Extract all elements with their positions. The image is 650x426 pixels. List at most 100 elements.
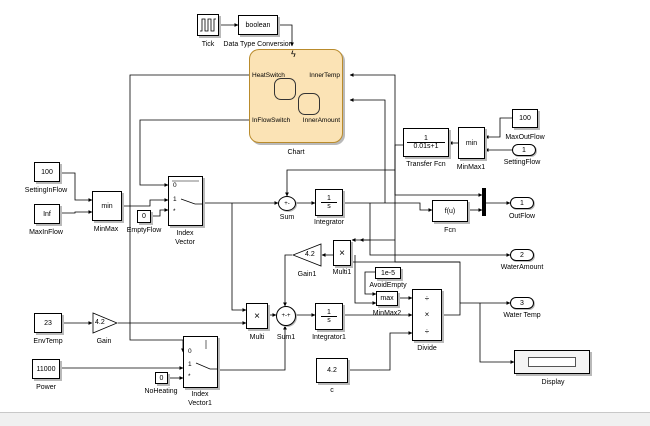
index-vector1-block[interactable]: 0 1 * [183, 336, 218, 388]
mux-block[interactable] [482, 188, 486, 216]
tick-label: Tick [201, 41, 215, 48]
fcn-block[interactable]: f(u) [432, 200, 468, 222]
switch-icon-2 [195, 340, 217, 370]
index-vector1-port-star: * [188, 373, 191, 380]
display-screen [528, 357, 576, 367]
sum-signs: +- [284, 200, 290, 207]
minmax1-label: MinMax1 [456, 164, 486, 171]
chart-label: Chart [287, 149, 305, 156]
minmax-block[interactable]: min [92, 191, 122, 221]
line-divide-watertemp [442, 301, 511, 316]
multi1-label: Multi1 [332, 269, 352, 276]
index-vector-port-0: 0 [173, 182, 177, 189]
index-vector-port-star: * [173, 208, 176, 215]
gain1-value: 4.2 [305, 251, 315, 258]
outflow-outport[interactable]: 1 [510, 197, 534, 209]
index-vector1-label: Index Vector1 [188, 391, 212, 407]
water-amount-outport[interactable]: 2 [510, 249, 534, 261]
pulse-generator-icon [200, 18, 216, 32]
minmax2-block[interactable]: max [376, 291, 398, 306]
model-canvas[interactable]: Tick boolean Data Type Conversion ϟ Heat… [0, 0, 650, 412]
line-max-minmax [60, 210, 93, 214]
sum1-label: Sum1 [276, 334, 296, 341]
c-block[interactable]: 4.2 [316, 358, 348, 383]
divide-label: Divide [417, 345, 437, 352]
no-heating-label: NoHeating [144, 388, 178, 395]
water-amount-label: WaterAmount [500, 264, 544, 271]
integrator1-num: 1 [327, 309, 331, 316]
line-temp-multi1 [340, 257, 460, 263]
multi-block[interactable]: × [246, 303, 268, 329]
line-amount-minmax2 [354, 255, 377, 305]
fcn-label: Fcn [444, 227, 456, 234]
line-minmax-index [122, 198, 169, 207]
setting-inflow-block[interactable]: 100 [34, 162, 60, 182]
data-type-conversion-label: Data Type Conversion [223, 41, 293, 48]
transfer-fcn-den: 0.01s+1 [413, 143, 439, 150]
gain1-triangle [292, 243, 322, 267]
tick-block[interactable] [197, 14, 219, 36]
minmax1-block[interactable]: min [458, 127, 485, 159]
sum-block[interactable]: +- [278, 196, 296, 211]
gain-value: 4.2 [95, 319, 105, 326]
max-inflow-label: MaxInFlow [29, 229, 63, 236]
transfer-fcn-label: Transfer Fcn [406, 161, 446, 168]
max-inflow-block[interactable]: Inf [34, 204, 60, 224]
divide-op-3: ÷ [424, 327, 430, 337]
line-index-multi [231, 203, 247, 312]
integrator-den: s [327, 203, 331, 210]
power-label: Power [36, 384, 56, 391]
display-block[interactable] [514, 350, 590, 374]
index-vector1-port-0: 0 [188, 348, 192, 355]
setting-flow-label: SettingFlow [503, 159, 541, 166]
chart-port-inneramount: InnerAmount [302, 117, 340, 124]
display-label: Display [541, 379, 565, 386]
line-divide-display [479, 303, 515, 364]
line-inflowswitch-index [139, 119, 250, 187]
sum1-block[interactable]: +-+ [276, 306, 296, 326]
line-amount-out [369, 203, 511, 257]
divide-block[interactable]: ÷ × ÷ [412, 289, 442, 341]
gain-triangle [92, 312, 118, 334]
chart-port-heatswitch: HeatSwitch [252, 72, 285, 79]
power-block[interactable]: 11000 [32, 359, 60, 379]
sum-label: Sum [279, 214, 295, 221]
line-outflow-sum [285, 169, 395, 197]
multi-label: Multi [249, 334, 265, 341]
integrator1-label: Integrator1 [312, 334, 346, 341]
avoid-empty-block[interactable]: 1e-5 [375, 267, 401, 279]
data-type-conversion-block[interactable]: boolean [238, 15, 278, 35]
index-vector-label: Index Vector [175, 230, 195, 246]
divide-op-2: × [424, 310, 430, 320]
minmax2-label: MinMax2 [372, 310, 402, 317]
index-vector-port-1: 1 [173, 196, 177, 203]
gain1-block[interactable]: 4.2 [292, 243, 322, 267]
integrator1-den: s [327, 317, 331, 324]
water-temp-outport[interactable]: 3 [510, 297, 534, 309]
line-gain1-sum1 [283, 254, 292, 307]
transfer-fcn-block[interactable]: 1 0.01s+1 [403, 128, 449, 157]
chart-port-inflowswitch: InFlowSwitch [252, 117, 291, 124]
c-label: c [330, 387, 334, 394]
max-outflow-block[interactable]: 100 [512, 109, 538, 128]
chart-state-2 [298, 93, 320, 115]
chart-state-1 [274, 78, 296, 100]
integrator-block[interactable]: 1 s [315, 189, 343, 216]
setting-flow-inport[interactable]: 1 [512, 144, 536, 156]
outflow-label: OutFlow [508, 213, 536, 220]
no-heating-block[interactable]: 0 [155, 372, 168, 384]
env-temp-block[interactable]: 23 [34, 313, 62, 333]
max-outflow-label: MaxOutFlow [505, 134, 545, 141]
index-vector-block[interactable]: 0 1 * [168, 176, 203, 226]
env-temp-label: EnvTemp [33, 338, 63, 345]
stateflow-chart-block[interactable]: ϟ HeatSwitch InnerTemp InFlowSwitch Inne… [249, 49, 343, 143]
line-amount-chart [349, 98, 386, 203]
multi1-block[interactable]: × [333, 240, 351, 266]
line-dtc-chart [278, 24, 294, 47]
setting-inflow-label: SettingInFlow [24, 187, 68, 194]
water-temp-label: Water Temp [503, 312, 541, 319]
integrator1-block[interactable]: 1 s [315, 303, 343, 330]
gain-block[interactable]: 4.2 [92, 312, 118, 334]
empty-flow-block[interactable]: 0 [137, 210, 151, 223]
line-maxout-minmax1 [484, 117, 512, 139]
